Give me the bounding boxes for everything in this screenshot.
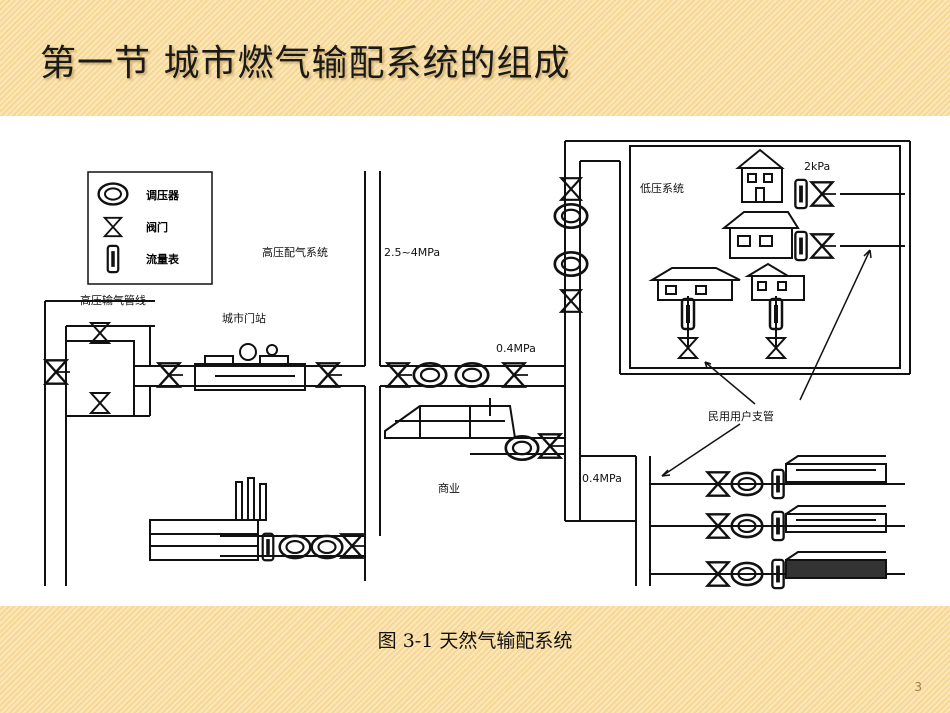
page-number: 3 xyxy=(914,680,922,694)
commercial-building-icon xyxy=(384,398,517,439)
label-high-pressure-distribution: 高压配气系统 xyxy=(262,245,328,259)
factory-icon xyxy=(149,477,267,561)
label-mid-pressure-2: 0.4MPa xyxy=(582,472,622,485)
label-city-gate-station: 城市门站 xyxy=(222,311,266,325)
legend-label-regulator: 调压器 xyxy=(146,188,180,202)
label-mid-pressure-1: 0.4MPa xyxy=(496,342,536,355)
label-pressure-range: 2.5~4MPa xyxy=(384,246,440,259)
valve-icon xyxy=(103,216,123,238)
diagram-labels: 高压输气管线 城市门站 高压配气系统 2.5~4MPa 0.4MPa 0.4MP… xyxy=(80,160,830,495)
regulators xyxy=(278,202,764,587)
flow-meter-icon xyxy=(106,244,120,274)
city-gate-station-icon xyxy=(194,343,306,391)
pressure-regulator-icon xyxy=(97,182,129,206)
label-residential-branch: 民用用户支管 xyxy=(708,409,774,423)
figure-caption: 图 3-1 天然气输配系统 xyxy=(377,630,573,652)
branch-arrows xyxy=(661,249,872,477)
legend: 调压器 阀门 流量表 xyxy=(87,171,213,285)
label-commercial: 商业 xyxy=(438,481,460,495)
legend-label-meter: 流量表 xyxy=(146,252,180,266)
title-band: 第一节 城市燃气输配系统的组成 xyxy=(0,0,950,116)
valves xyxy=(44,177,836,587)
gas-distribution-diagram: 调压器 阀门 流量表 xyxy=(0,116,950,606)
diagram-svg: 调压器 阀门 流量表 xyxy=(44,140,911,590)
house-icons xyxy=(648,148,887,579)
legend-label-valve: 阀门 xyxy=(146,220,168,234)
label-high-pressure-transmission: 高压输气管线 xyxy=(80,293,146,307)
label-low-pressure-value: 2kPa xyxy=(804,160,830,173)
label-low-pressure-system: 低压系统 xyxy=(640,182,684,195)
slide-title: 第一节 城市燃气输配系统的组成 xyxy=(40,43,571,84)
